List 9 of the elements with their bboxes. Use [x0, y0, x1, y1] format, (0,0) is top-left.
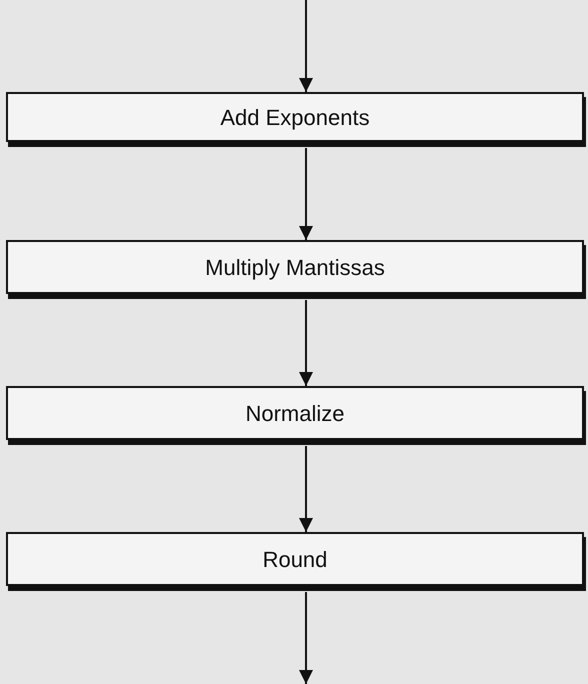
- arrow: [299, 592, 313, 684]
- arrow: [299, 446, 313, 532]
- arrow: [299, 0, 313, 92]
- step-label: Multiply Mantissas: [205, 254, 385, 282]
- step-label: Round: [262, 546, 328, 574]
- step-label: Add Exponents: [220, 104, 370, 132]
- arrow: [299, 300, 313, 386]
- arrow: [299, 148, 313, 240]
- step-label: Normalize: [245, 400, 345, 428]
